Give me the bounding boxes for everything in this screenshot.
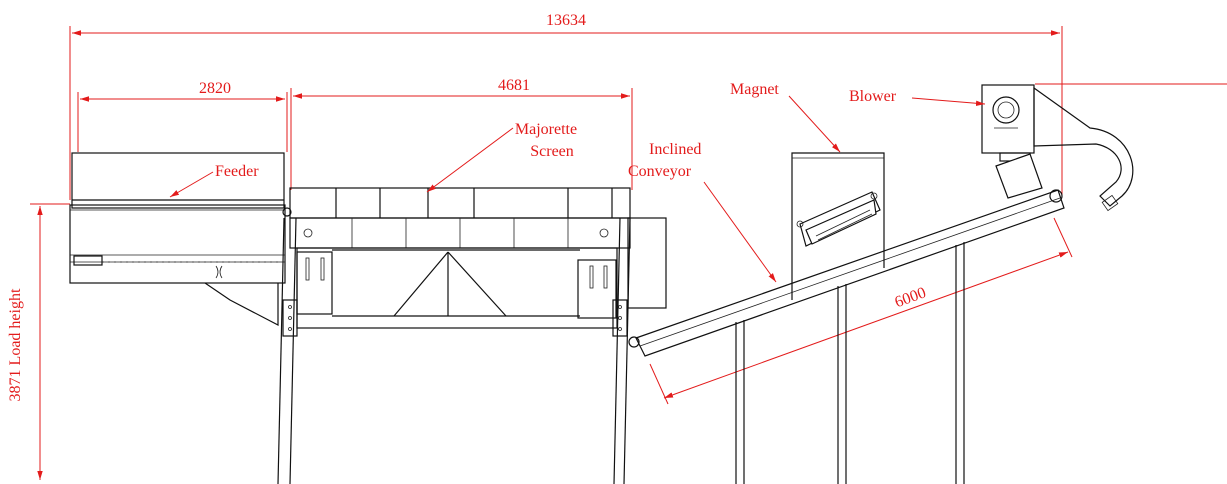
conveyor-length-text: 6000 bbox=[893, 284, 929, 311]
overall-length-text: 13634 bbox=[546, 12, 586, 29]
total-height-text: 5516 bbox=[1223, 256, 1227, 288]
load-height-text: 3871 Load height bbox=[7, 288, 24, 401]
conveyor-label-line1: Inclined bbox=[649, 141, 701, 158]
callout-blower: Blower bbox=[849, 88, 986, 106]
conveyor-label-line2: Conveyor bbox=[628, 163, 692, 180]
callout-magnet: Magnet bbox=[730, 81, 841, 153]
inclined-conveyor bbox=[628, 189, 1065, 484]
dimension-screen: 4681 bbox=[290, 77, 633, 190]
feeder bbox=[69, 152, 292, 326]
screen-label-line2: Screen bbox=[530, 143, 574, 160]
feeder-length-text: 2820 bbox=[199, 80, 231, 97]
feeder-label: Feeder bbox=[215, 163, 259, 180]
screen-length-text: 4681 bbox=[498, 77, 530, 94]
dimension-total-height: 5516 bbox=[1035, 83, 1227, 288]
callout-conveyor: Inclined Conveyor bbox=[628, 141, 777, 283]
magnet-label: Magnet bbox=[730, 81, 779, 98]
callout-feeder: Feeder bbox=[169, 163, 259, 198]
screen-label-line1: Majorette bbox=[515, 121, 577, 138]
majorette-screen bbox=[277, 187, 667, 484]
dimension-load-height: 3871 Load height bbox=[7, 203, 70, 480]
blower bbox=[981, 84, 1134, 212]
dimension-overall: 13634 bbox=[69, 12, 1063, 200]
magnet bbox=[791, 152, 885, 300]
dimension-feeder: 2820 bbox=[77, 80, 288, 152]
blower-label: Blower bbox=[849, 88, 897, 105]
callout-screen: Majorette Screen bbox=[426, 121, 577, 193]
